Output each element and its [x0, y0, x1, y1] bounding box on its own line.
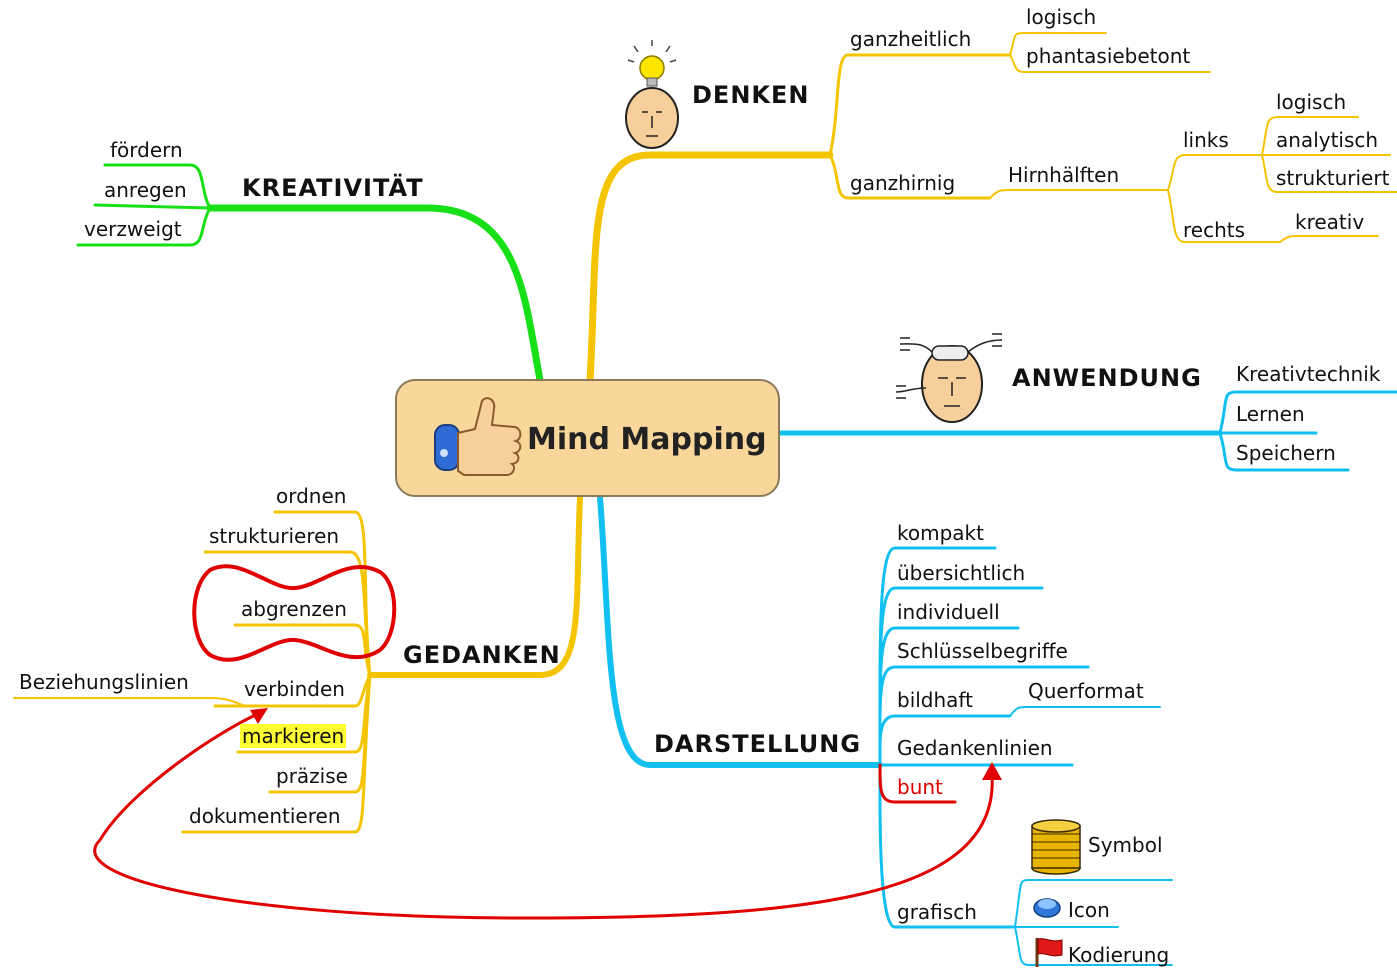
- central-topic-title: Mind Mapping: [527, 422, 767, 457]
- darstellung-schluesselbegriffe[interactable]: Schlüsselbegriffe: [897, 639, 1068, 663]
- kreativitaet-child-foerdern[interactable]: fördern: [110, 138, 183, 162]
- bildhaft-querformat[interactable]: Querformat: [1028, 679, 1144, 703]
- denken-label[interactable]: DENKEN: [692, 81, 810, 109]
- abgrenzen-outline: [192, 564, 397, 662]
- gedanken-sub-lines: [181, 510, 372, 834]
- denken-main-branch: [586, 151, 834, 384]
- denken-sub-lines: [828, 53, 1012, 200]
- darstellung-uebersichtlich[interactable]: übersichtlich: [897, 561, 1026, 585]
- darstellung-kompakt[interactable]: kompakt: [897, 521, 984, 545]
- gedanken-praezise[interactable]: präzise: [276, 764, 348, 788]
- darstellung-grafisch[interactable]: grafisch: [897, 900, 977, 924]
- anwendung-label[interactable]: ANWENDUNG: [1012, 364, 1202, 392]
- darstellung-individuell[interactable]: individuell: [897, 600, 1000, 624]
- hirnhaelften-links[interactable]: links: [1183, 128, 1229, 152]
- markieren-highlight: markieren: [240, 724, 347, 748]
- red-flag-icon: [1035, 938, 1063, 967]
- relation-arrow: [93, 710, 994, 920]
- hirnhaelften-rechts[interactable]: rechts: [1183, 218, 1246, 242]
- rechts-kreativ[interactable]: kreativ: [1295, 210, 1365, 234]
- gedanken-ordnen[interactable]: ordnen: [276, 484, 347, 508]
- links-strukturiert[interactable]: strukturiert: [1276, 166, 1390, 190]
- kreativitaet-child-verzweigt[interactable]: verzweigt: [84, 217, 182, 241]
- grafisch-icon[interactable]: Icon: [1068, 898, 1110, 922]
- darstellung-label[interactable]: DARSTELLUNG: [654, 730, 862, 758]
- gedanken-verbinden[interactable]: verbinden: [244, 677, 345, 701]
- darstellung-sub-lines: [878, 546, 1090, 929]
- anwendung-kreativtechnik[interactable]: Kreativtechnik: [1236, 362, 1381, 386]
- gedanken-label[interactable]: GEDANKEN: [403, 641, 561, 669]
- coin-stack-icon: [1031, 819, 1081, 875]
- darstellung-main-branch: [597, 495, 883, 768]
- anwendung-speichern[interactable]: Speichern: [1236, 441, 1336, 465]
- ganzheitlich-phantasiebetont[interactable]: phantasiebetont: [1026, 44, 1191, 68]
- ganzheitlich-logisch[interactable]: logisch: [1026, 5, 1097, 29]
- blue-button-icon: [1033, 898, 1061, 918]
- wired-head-icon: [895, 333, 1003, 423]
- gedanken-main-branch: [367, 495, 583, 678]
- kreativitaet-main-branch: [206, 204, 544, 384]
- denken-ganzheitlich[interactable]: ganzheitlich: [850, 27, 972, 51]
- darstellung-gedankenlinien[interactable]: Gedankenlinien: [897, 736, 1053, 760]
- grafisch-kodierung[interactable]: Kodierung: [1068, 943, 1170, 967]
- gedanken-dokumentieren[interactable]: dokumentieren: [189, 804, 341, 828]
- links-logisch[interactable]: logisch: [1276, 90, 1347, 114]
- ganzhirnig-hirnhaelften[interactable]: Hirnhälften: [1008, 163, 1120, 187]
- kreativitaet-label[interactable]: KREATIVITÄT: [242, 174, 424, 202]
- anwendung-lernen[interactable]: Lernen: [1236, 402, 1305, 426]
- verbinden-beziehungslinien[interactable]: Beziehungslinien: [19, 670, 189, 694]
- gedanken-strukturieren[interactable]: strukturieren: [209, 524, 340, 548]
- darstellung-bunt[interactable]: bunt: [897, 775, 943, 799]
- thumbs-up-icon: [434, 397, 522, 476]
- darstellung-bildhaft[interactable]: bildhaft: [897, 688, 973, 712]
- grafisch-symbol[interactable]: Symbol: [1088, 833, 1163, 857]
- gedanken-markieren[interactable]: markieren: [240, 724, 347, 748]
- kreativitaet-child-anregen[interactable]: anregen: [104, 178, 187, 202]
- links-analytisch[interactable]: analytisch: [1276, 128, 1379, 152]
- kreativitaet-sub-lines: [76, 163, 212, 247]
- denken-ganzhirnig[interactable]: ganzhirnig: [850, 171, 956, 195]
- gedanken-abgrenzen[interactable]: abgrenzen: [241, 597, 347, 621]
- lightbulb-head-icon: [625, 40, 679, 149]
